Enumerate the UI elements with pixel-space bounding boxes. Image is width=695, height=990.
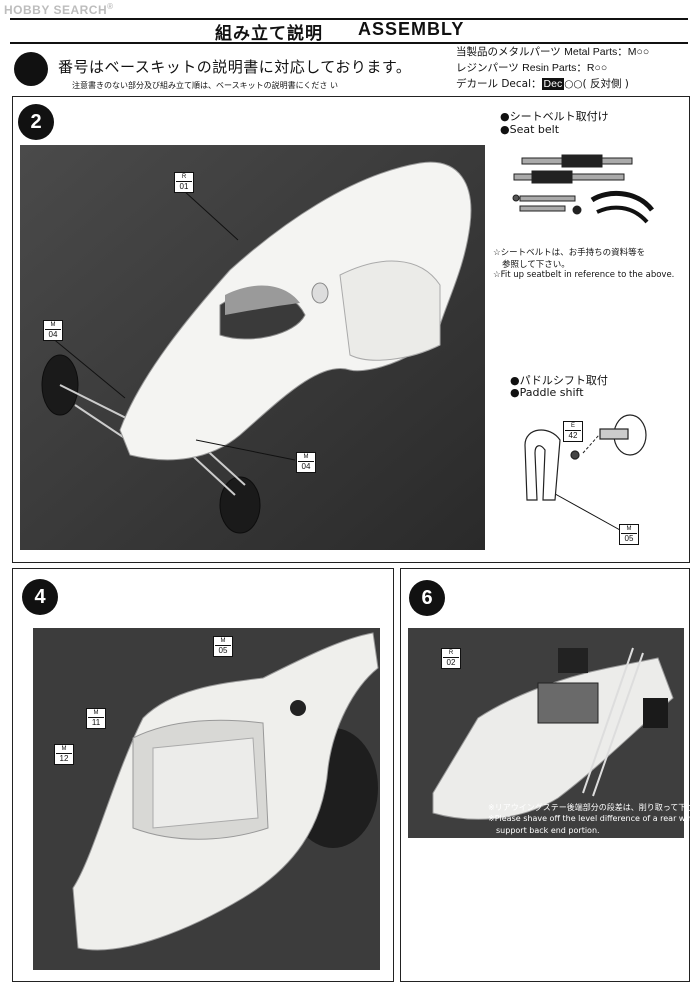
step-2-photo-art [20, 145, 485, 550]
step-2-tag-r01: R 01 [174, 172, 194, 193]
tag-type: M [621, 525, 637, 534]
legend-metal-jp: 当製品のメタルパーツ [456, 46, 561, 58]
tag-type: R [176, 173, 192, 182]
tag-number: 02 [446, 658, 456, 667]
tag-number: 04 [301, 462, 311, 471]
seatbelt-parts-icon [512, 154, 654, 224]
step-4-tag-m05: M 05 [213, 636, 233, 657]
tag-type: M [45, 321, 61, 330]
legend-resin-jp: レジンパーツ [456, 62, 519, 74]
seatbelt-title-en: ●Seat belt [500, 123, 560, 136]
tag-type: M [56, 745, 72, 754]
legend-decal-box: Dec [541, 78, 565, 90]
legend-metal-en: Metal Parts：M○○ [564, 46, 650, 58]
watermark-logo: HOBBY SEARCH® [4, 2, 114, 17]
legend-decal-jp: デカール Decal： [456, 78, 542, 90]
paddle-title-jp: ●パドルシフト取付 [510, 374, 608, 387]
step-6-note-en-1: ※Please shave off the level difference o… [488, 814, 695, 823]
tag-number: 11 [91, 718, 101, 727]
legend-decal-tail: ○○( 反対側 ) [564, 78, 629, 90]
step-4-tag-m11: M 11 [86, 708, 106, 729]
title-jp: 組み立て説明 [215, 24, 323, 44]
paddle-title-en: ●Paddle shift [510, 386, 584, 399]
step-2-number: 2 [18, 104, 54, 140]
legend-metal: 当製品のメタルパーツ Metal Parts：M○○ [456, 44, 649, 59]
seatbelt-note-en: ☆Fit up seatbelt in reference to the abo… [493, 270, 675, 280]
watermark-text: HOBBY SEARCH [4, 3, 108, 17]
step-6-note-jp: ※リアウイングステー後端部分の段差は、削り取って下さい。 [488, 803, 695, 812]
tag-number: 01 [179, 182, 189, 191]
step-2-photo [20, 145, 485, 550]
step-6-number: 6 [409, 580, 445, 616]
tag-number: 05 [624, 534, 634, 543]
tag-type: R [443, 649, 459, 658]
paddle-tag-e42: E 42 [563, 421, 583, 442]
step-4-photo-art [33, 628, 380, 970]
paddle-tag-m05: M 05 [619, 524, 639, 545]
tag-number: 42 [568, 431, 578, 440]
black-dot-icon [14, 52, 48, 86]
seatbelt-note-jp-2: 参照して下さい。 [502, 260, 570, 270]
step-6-tag-r02: R 02 [441, 648, 461, 669]
tag-number: 12 [59, 754, 69, 763]
tag-type: E [565, 422, 581, 431]
paddle-shift-icon [524, 414, 647, 501]
step-6-note-en-2: support back end portion. [496, 826, 600, 835]
header-bar [10, 18, 688, 44]
tag-number: 04 [48, 330, 58, 339]
step-4-photo [33, 628, 380, 970]
tag-number: 05 [218, 646, 228, 655]
step-2-tag-m04-right: M 04 [296, 452, 316, 473]
step-4-tag-m12: M 12 [54, 744, 74, 765]
tag-type: M [298, 453, 314, 462]
seatbelt-title-jp: ●シートベルト取付け [500, 110, 609, 123]
intro-sub-note: 注意書きのない部分及び組み立て順は、ベースキットの説明書にくださ い [72, 81, 338, 90]
paddle-diagram [515, 405, 655, 505]
legend-decal: デカール Decal：Dec○○( 反対側 ) [456, 76, 629, 91]
step-2-tag-m04-left: M 04 [43, 320, 63, 341]
seatbelt-diagram [512, 150, 662, 230]
step-4-number: 4 [22, 579, 58, 615]
legend-resin: レジンパーツ Resin Parts：R○○ [456, 60, 607, 75]
tag-type: M [215, 637, 231, 646]
intro-main-note: 番号はベースキットの説明書に対応しております。 [58, 58, 412, 76]
seatbelt-note-jp-1: ☆シートベルトは、お手持ちの資料等を [493, 248, 646, 258]
watermark-reg-mark: ® [107, 2, 114, 11]
tag-type: M [88, 709, 104, 718]
title-en: ASSEMBLY [358, 19, 465, 39]
legend-resin-en: Resin Parts：R○○ [522, 62, 608, 74]
